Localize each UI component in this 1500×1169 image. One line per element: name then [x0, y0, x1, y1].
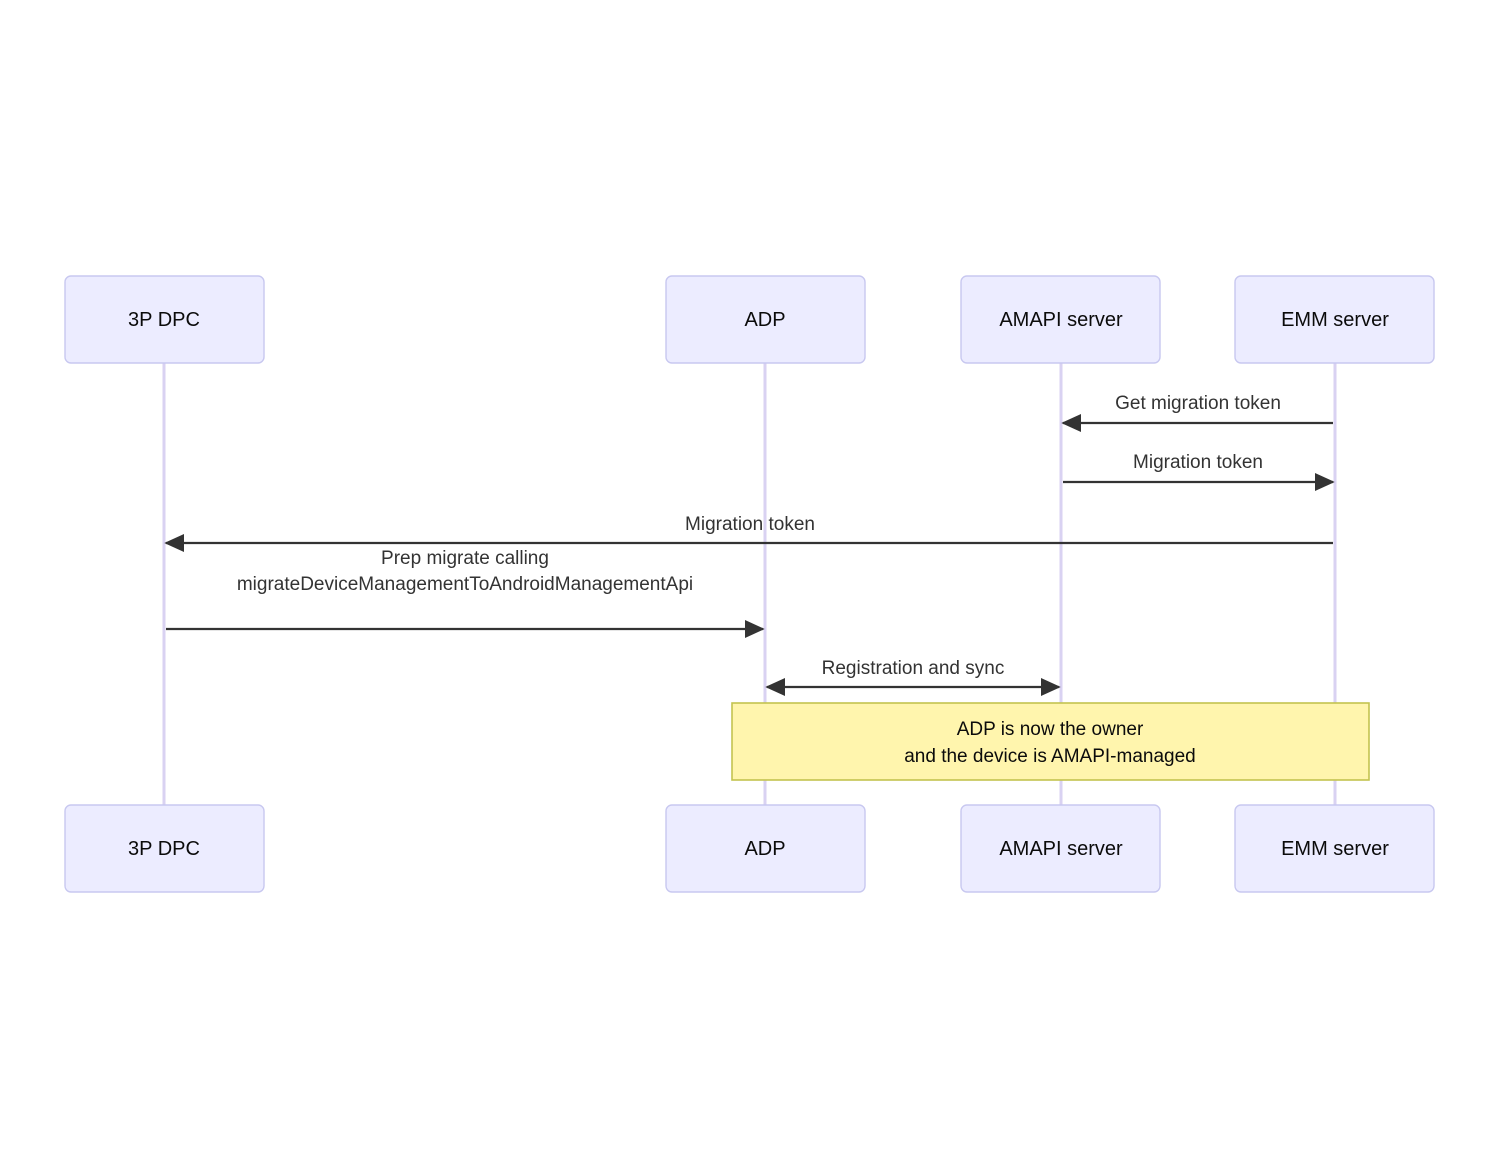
participant-label-adp-bottom: ADP	[744, 838, 785, 860]
message-label-m4-line2: migrateDeviceManagementToAndroidManageme…	[237, 574, 693, 595]
participant-label-amapi-bottom: AMAPI server	[999, 838, 1123, 860]
message-label-m2: Migration token	[1133, 452, 1263, 473]
participant-box-emm-top[interactable]	[1234, 275, 1435, 364]
message-label-m1: Get migration token	[1115, 393, 1281, 414]
message-label-m4-line1: Prep migrate calling	[381, 548, 549, 569]
note-text-n1-line1: ADP is now the owner	[957, 719, 1144, 740]
participant-label-emm-top: EMM server	[1281, 309, 1389, 331]
participant-label-dpc-top: 3P DPC	[128, 309, 200, 331]
participant-boxes-top: 3P DPC ADP AMAPI server EMM server	[64, 275, 1435, 364]
participant-label-adp-top: ADP	[744, 309, 785, 331]
participant-boxes-bottom: 3P DPC ADP AMAPI server EMM server	[64, 804, 1435, 893]
message-label-m3: Migration token	[685, 514, 815, 535]
participant-box-dpc-bottom[interactable]	[64, 804, 265, 893]
notes-group: ADP is now the owner and the device is AM…	[731, 702, 1370, 781]
message-label-m5: Registration and sync	[822, 658, 1005, 679]
note-box-n1	[731, 702, 1370, 781]
participant-label-dpc-bottom: 3P DPC	[128, 838, 200, 860]
note-text-n1-line2: and the device is AMAPI-managed	[904, 746, 1196, 767]
participant-box-dpc-top[interactable]	[64, 275, 265, 364]
participant-box-amapi-bottom[interactable]	[960, 804, 1161, 893]
participant-box-adp-bottom[interactable]	[665, 804, 866, 893]
participant-box-emm-bottom[interactable]	[1234, 804, 1435, 893]
participant-label-amapi-top: AMAPI server	[999, 309, 1123, 331]
participant-box-amapi-top[interactable]	[960, 275, 1161, 364]
participant-label-emm-bottom: EMM server	[1281, 838, 1389, 860]
participant-box-adp-top[interactable]	[665, 275, 866, 364]
